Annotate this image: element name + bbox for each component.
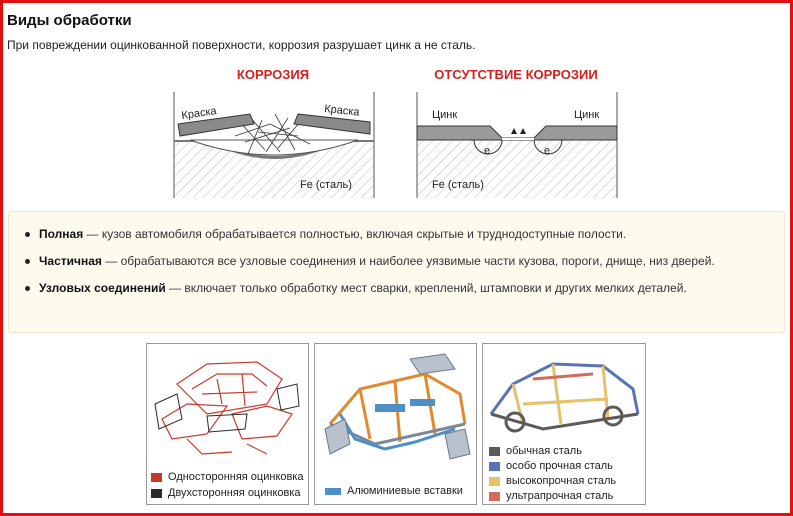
list-item: Полная — кузов автомобиля обрабатывается… bbox=[23, 224, 772, 244]
legend-item: особо прочная сталь bbox=[489, 460, 613, 472]
galvanizing-image: Односторонняя оцинковка Двухсторонняя оц… bbox=[146, 343, 309, 505]
list-item: Узловых соединений — включает только обр… bbox=[23, 278, 772, 298]
aluminium-image: Алюминиевые вставки bbox=[314, 343, 477, 505]
paint-label-left: Краска bbox=[181, 105, 219, 122]
car-frame-illustration bbox=[324, 353, 471, 460]
legend-swatch bbox=[489, 461, 500, 471]
car-body-illustration bbox=[489, 362, 640, 433]
no-corrosion-diagram: ОТСУТСТВИЕ КОРРОЗИИ e e Цинк Цинк Fe (ст… bbox=[412, 62, 622, 202]
paint-layer-left bbox=[177, 113, 255, 137]
zinc-layer bbox=[416, 125, 618, 141]
legend-swatch bbox=[151, 488, 162, 498]
electron-label-left: e bbox=[484, 145, 490, 157]
corrosion-diagram: КОРРОЗИЯ Краска Краска Fe (сталь) bbox=[170, 62, 380, 202]
steel-label-right: Fe (сталь) bbox=[432, 179, 484, 191]
car-body-exploded-illustration bbox=[154, 361, 300, 455]
electron-label-right: e bbox=[544, 145, 550, 157]
treatment-types-box: Полная — кузов автомобиля обрабатывается… bbox=[8, 211, 785, 333]
legend-swatch bbox=[489, 446, 500, 456]
page-subtitle: При повреждении оцинкованной поверхности… bbox=[7, 38, 476, 52]
legend-swatch bbox=[151, 472, 162, 482]
corrosion-cracks bbox=[234, 113, 311, 155]
list-item: Частичная — обрабатываются все узловые с… bbox=[23, 251, 772, 271]
legend-swatch bbox=[325, 487, 341, 495]
no-corrosion-heading: ОТСУТСТВИЕ КОРРОЗИИ bbox=[434, 67, 597, 82]
legend-item: Двухсторонняя оцинковка bbox=[151, 487, 301, 499]
zinc-label-right: Цинк bbox=[574, 109, 599, 121]
legend-swatch bbox=[489, 476, 500, 486]
steel-grades-image: обычная сталь особо прочная сталь высоко… bbox=[482, 343, 646, 505]
legend-item: ультрапрочная сталь bbox=[489, 490, 613, 502]
treatment-types-list: Полная — кузов автомобиля обрабатывается… bbox=[23, 224, 772, 298]
legend-item: Односторонняя оцинковка bbox=[151, 471, 304, 483]
legend-item: высокопрочная сталь bbox=[489, 475, 616, 487]
paint-layer-right bbox=[293, 113, 371, 135]
page-title: Виды обработки bbox=[7, 12, 132, 29]
legend-item: Алюминиевые вставки bbox=[325, 485, 463, 497]
steel-label-left: Fe (сталь) bbox=[300, 179, 352, 191]
steel-block bbox=[417, 140, 617, 198]
legend-item: обычная сталь bbox=[489, 445, 582, 457]
paint-label-right: Краска bbox=[324, 103, 361, 119]
corrosion-heading: КОРРОЗИЯ bbox=[237, 67, 309, 82]
zinc-label-left: Цинк bbox=[432, 109, 457, 121]
legend-swatch bbox=[489, 491, 500, 501]
